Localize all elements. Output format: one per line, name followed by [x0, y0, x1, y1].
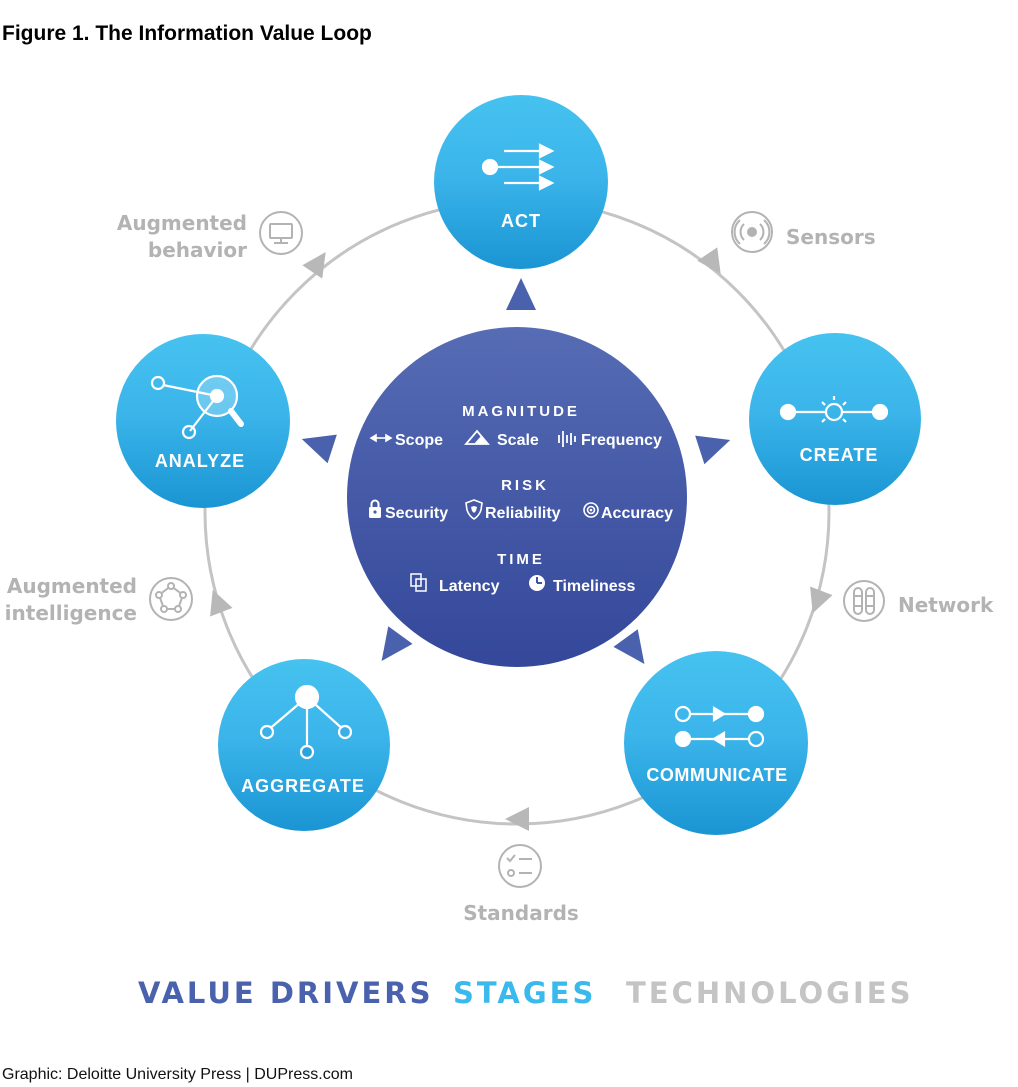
augmented-behavior-label-line2: behavior: [148, 238, 247, 262]
figure-title: Figure 1. The Information Value Loop: [2, 22, 372, 45]
stage-analyze-label: ANALYZE: [155, 451, 245, 471]
act-arrows-icon: [481, 143, 555, 191]
scale-label: Scale: [497, 432, 539, 449]
driver-arrow-communicate: [613, 629, 645, 664]
latency-label: Latency: [439, 578, 500, 595]
create-sensor-icon: [779, 396, 889, 423]
stage-aggregate[interactable]: AGGREGATE: [218, 659, 390, 831]
stage-act[interactable]: ACT: [434, 95, 608, 269]
aggregate-tree-icon: [259, 684, 353, 760]
augmented-intelligence-label-line2: intelligence: [5, 601, 137, 625]
reliability-shield-icon: [465, 499, 483, 520]
standards-icon: [498, 844, 542, 888]
credit-line: Graphic: Deloitte University Press | DUP…: [2, 1066, 353, 1083]
legend-stages: STAGES: [453, 976, 597, 1010]
stage-create[interactable]: CREATE: [749, 333, 921, 505]
timeliness-clock-icon: [529, 575, 545, 591]
stage-aggregate-label: AGGREGATE: [241, 776, 365, 796]
scale-icon: [464, 429, 490, 445]
risk-heading: RISK: [501, 477, 549, 494]
time-heading: TIME: [497, 551, 545, 568]
network-icon: [843, 580, 885, 622]
loop-arrow-intelligence: [210, 589, 233, 617]
augmented-behavior-icon: [259, 211, 303, 255]
technologies: Sensors Network Standards Augmented: [5, 211, 994, 925]
standards-label: Standards: [463, 901, 579, 925]
stage-act-label: ACT: [501, 211, 541, 231]
network-label: Network: [898, 593, 994, 617]
value-drivers-circle: [347, 327, 687, 667]
stage-create-label: CREATE: [800, 445, 879, 465]
stage-communicate[interactable]: COMMUNICATE: [624, 651, 808, 835]
security-label: Security: [385, 505, 448, 522]
legend-technologies: TECHNOLOGIES: [626, 976, 914, 1010]
driver-arrow-create: [695, 435, 731, 465]
augmented-behavior-label-line1: Augmented: [117, 211, 247, 235]
loop-arrow-sensors: [697, 247, 721, 274]
augmented-intelligence-label-line1: Augmented: [7, 574, 137, 598]
frequency-icon: [558, 431, 576, 447]
stage-communicate-label: COMMUNICATE: [646, 765, 787, 785]
accuracy-target-icon: [583, 502, 599, 518]
stage-analyze[interactable]: ANALYZE: [116, 334, 290, 508]
security-lock-icon: [369, 499, 381, 518]
loop-flow-arrows: [210, 247, 833, 831]
driver-arrow-act: [506, 278, 536, 310]
driver-arrow-analyze: [301, 434, 337, 464]
loop-arrow-behavior: [302, 252, 326, 279]
augmented-intelligence-icon: [149, 577, 193, 621]
driver-arrow-aggregate: [381, 626, 413, 661]
sensors-label: Sensors: [786, 225, 876, 249]
sensors-icon: [731, 211, 773, 253]
magnitude-heading: MAGNITUDE: [462, 403, 580, 420]
loop-arrow-standards: [505, 807, 529, 831]
value-drivers-text: MAGNITUDE Scope Scale Frequency RISK Sec…: [369, 403, 673, 595]
analyze-magnifier-icon: [150, 374, 244, 440]
loop-arrow-network: [810, 586, 833, 614]
legend-value-drivers: VALUE DRIVERS: [138, 976, 434, 1010]
accuracy-label: Accuracy: [601, 505, 673, 522]
timeliness-label: Timeliness: [553, 578, 636, 595]
value-driver-arrows: [301, 278, 731, 664]
communicate-exchange-icon: [674, 705, 765, 748]
scope-icon: [369, 433, 393, 443]
latency-icon: [410, 573, 427, 592]
scope-label: Scope: [395, 432, 443, 449]
frequency-label: Frequency: [581, 432, 662, 449]
reliability-label: Reliability: [485, 505, 561, 522]
